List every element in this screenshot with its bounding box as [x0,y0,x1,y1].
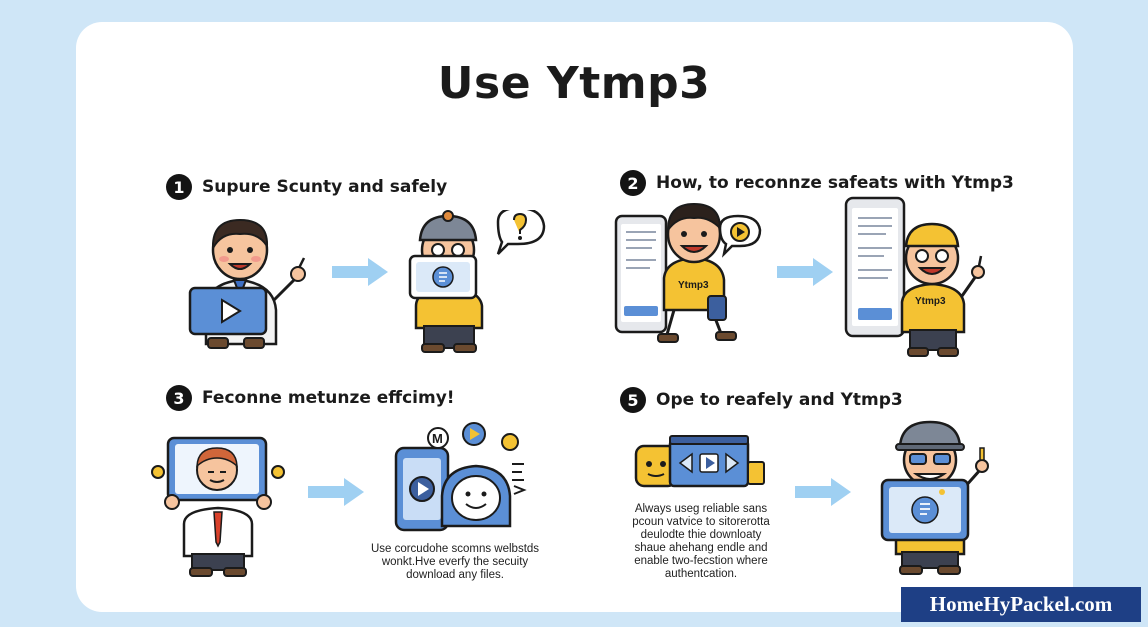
person-holding-screen-illustration [151,436,285,577]
step-1-number: 1 [166,174,192,200]
step-1-heading: 1 Supure Scunty and safely [166,174,447,200]
caption-line: authentcation. [664,568,738,580]
caption-line: pcoun vatvice to sitorerotta [632,516,770,528]
step-2-heading: 2 How, to reconnze safeats with Ytmp3 [620,170,1014,196]
caption-line: deulodte thie downloaty [640,529,762,541]
site-watermark: HomeHyPackel.com [901,587,1141,622]
step-3-label: Feconne metunze effcimy! [202,388,455,408]
step-5-heading: 5 Ope to reafely and Ytmp3 [620,387,903,413]
arrow-icon [795,478,851,506]
step-5-label: Ope to reafely and Ytmp3 [656,390,903,410]
arrow-icon [332,258,388,286]
shirt-label: Ytmp3 [678,280,709,291]
caption-line: shaue ahehang endle and [634,542,768,554]
caption-line: wonkt.Hve everfy the secuity [381,556,529,568]
caption-line: enable two-fecstion where [634,555,768,567]
phone-and-happy-user-illustration: Ytmp3 [844,196,985,357]
safety-tip-caption: Use corcudohe scomns welbstds wonkt.Hve … [360,543,550,582]
arrow-icon [308,478,364,506]
step-5-number: 5 [620,387,646,413]
step-2-label: How, to reconnze safeats with Ytmp3 [656,173,1014,193]
user-with-shield-tablet-illustration [880,420,989,575]
caption-line: Use corcudohe scomns welbstds [370,543,540,555]
page-title: Use Ytmp3 [437,58,711,109]
reliable-sources-caption: Always useg reliable sans pcoun vatvice … [606,503,796,581]
caption-line: download any files. [406,569,504,581]
media-player-panel-illustration [634,435,765,488]
phone-with-character-illustration: Ytmp3 [614,202,762,343]
step-3-number: 3 [166,385,192,411]
arrow-icon [777,258,833,286]
presenter-with-video-illustration [188,218,306,349]
device-with-media-icons-illustration: M [394,422,527,532]
shirt-label: Ytmp3 [915,296,946,307]
viewer-with-idea-illustration [408,210,546,353]
step-3-heading: 3 Feconne metunze effcimy! [166,385,455,411]
step-2-number: 2 [620,170,646,196]
caption-line: Always useg reliable sans [634,503,768,515]
badge-letter: M [432,431,443,446]
step-1-label: Supure Scunty and safely [202,177,448,197]
